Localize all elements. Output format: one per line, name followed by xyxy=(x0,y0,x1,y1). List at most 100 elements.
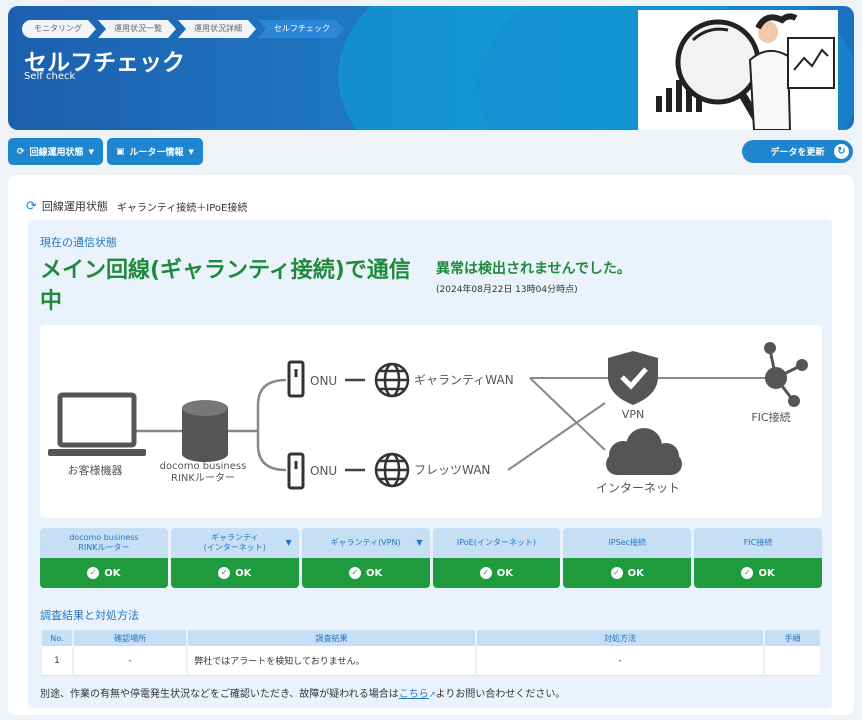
table-header-row: No. 確認場所 調査結果 対処方法 手順 xyxy=(42,630,820,646)
check-icon: ✓ xyxy=(610,567,623,579)
wan-bottom-label: フレッツWAN xyxy=(414,463,490,477)
check-item-guarantee-internet: ギャランティ (インターネット) ▼ ✓ OK xyxy=(170,528,299,588)
cell-procedure xyxy=(765,646,820,676)
status-text: OK xyxy=(235,567,252,579)
status-badge: ✓ OK xyxy=(432,558,561,588)
results-table: No. 確認場所 調査結果 対処方法 手順 1 - 弊社ではアラートを検知してお… xyxy=(40,630,822,676)
check-item-ipsec: IPSec接続 ✓ OK xyxy=(563,528,692,588)
check-header: IPoE(インターネット) xyxy=(432,528,561,558)
check-header: FIC接続 xyxy=(694,528,822,558)
status-text: OK xyxy=(104,567,121,579)
header-banner: モニタリング 運用状況一覧 運用状況詳細 セルフチェック セルフチェック Sel… xyxy=(8,6,854,130)
status-timestamp: (2024年08月22日 13時04分時点) xyxy=(436,285,578,295)
vpn-label: VPN xyxy=(622,408,644,421)
cell-place: - xyxy=(73,646,187,676)
contact-note: 別途、作業の有無や停電発生状況などをご確認いただき、故障が疑われる場合はこちら↗… xyxy=(40,685,565,700)
page-subtitle: Self check xyxy=(24,71,76,82)
line-status-label: 回線運用状態 xyxy=(29,148,84,158)
column-header-action: 対処方法 xyxy=(476,630,764,646)
status-badge: ✓ OK xyxy=(563,558,692,588)
check-header[interactable]: ギャランティ (インターネット) ▼ xyxy=(170,528,299,558)
router-info-label: ルーター情報 xyxy=(129,148,184,158)
status-message: 異常は検出されませんでした。 xyxy=(436,261,631,277)
status-badge: ✓ OK xyxy=(694,558,822,588)
breadcrumb-item-self-check: セルフチェック xyxy=(258,20,344,38)
check-item-router: docomo business RINKルーター ✓ OK xyxy=(40,528,168,588)
note-text-after: よりお問い合わせください。 xyxy=(435,689,566,700)
results-title: 調査結果と対処方法 xyxy=(40,609,139,622)
fic-hub-icon xyxy=(764,342,808,407)
onu-bottom-label: ONU xyxy=(310,464,337,478)
refresh-cycle-icon: ⟳ xyxy=(26,198,37,214)
check-icon: ✓ xyxy=(348,567,361,579)
line-status-button[interactable]: ⟳ 回線運用状態 ▼ xyxy=(8,138,103,165)
column-header-place: 確認場所 xyxy=(73,630,187,646)
caret-down-icon: ▼ xyxy=(188,147,194,156)
cell-result: 弊社ではアラートを検知しておりません。 xyxy=(188,646,475,676)
expand-arrow-icon[interactable]: ▼ xyxy=(285,538,292,547)
wan-top-label: ギャランティWAN xyxy=(414,373,514,387)
onu-top-label: ONU xyxy=(310,374,337,388)
caret-down-icon: ▼ xyxy=(88,147,94,156)
status-text: OK xyxy=(365,567,383,579)
check-header[interactable]: ギャランティ(VPN) ▼ xyxy=(301,528,430,558)
status-badge: ✓ OK xyxy=(170,558,299,588)
check-label: IPSec接続 xyxy=(608,538,647,547)
main-status-text: メイン回線(ギャランティ接続)で通信中 xyxy=(40,258,411,314)
column-header-procedure: 手順 xyxy=(765,630,820,646)
current-status-label: 現在の通信状態 xyxy=(40,236,117,249)
check-label: ギャランティ(VPN) xyxy=(330,538,401,547)
cell-action: - xyxy=(476,646,764,676)
note-text-before: 別途、作業の有無や停電発生状況などをご確認いただき、故障が疑われる場合は xyxy=(40,689,399,700)
router-label-line2: RINKルーター xyxy=(171,472,235,484)
refresh-icon: ↻ xyxy=(834,144,849,159)
column-header-result: 調査結果 xyxy=(188,630,475,646)
breadcrumb: モニタリング 運用状況一覧 運用状況詳細 セルフチェック xyxy=(22,20,344,38)
check-icon: ✓ xyxy=(479,567,492,579)
contact-link[interactable]: こちら xyxy=(398,689,429,700)
router-icon xyxy=(182,400,228,462)
router-info-button[interactable]: ▣ ルーター情報 ▼ xyxy=(107,138,203,165)
check-icon: ✓ xyxy=(741,567,754,579)
check-label: ギャランティ (インターネット) xyxy=(203,533,266,552)
check-icon: ✓ xyxy=(87,567,100,579)
breadcrumb-item-status-list[interactable]: 運用状況一覧 xyxy=(98,20,176,38)
router-label-line1: docomo business xyxy=(160,461,247,472)
check-icon: ✓ xyxy=(218,567,231,579)
check-header: IPSec接続 xyxy=(563,528,692,558)
page-title: セルフチェック xyxy=(24,50,185,76)
router-icon: ▣ xyxy=(116,146,125,157)
check-label: IPoE(インターネット) xyxy=(456,538,536,547)
check-header: docomo business RINKルーター xyxy=(40,528,168,558)
section-title: ⟳ 回線運用状態 ギャランティ接続＋IPoE接続 xyxy=(26,198,247,214)
globe-top-icon xyxy=(374,362,410,398)
status-badge: ✓ OK xyxy=(301,558,430,588)
breadcrumb-item-monitoring[interactable]: モニタリング xyxy=(22,20,96,38)
status-text: OK xyxy=(496,567,514,579)
status-text: OK xyxy=(627,567,644,579)
external-link-icon: ↗ xyxy=(428,690,436,699)
check-grid: docomo business RINKルーター ✓ OK ギャランティ (インタ… xyxy=(40,528,822,588)
vpn-shield-icon xyxy=(608,351,658,405)
cloud-icon xyxy=(606,428,682,475)
network-diagram: お客様機器 docomo business RINKルーター ONU ONU ギ… xyxy=(40,325,822,518)
expand-arrow-icon[interactable]: ▼ xyxy=(416,538,423,547)
breadcrumb-item-status-detail[interactable]: 運用状況詳細 xyxy=(178,20,256,38)
refresh-label: データを更新 xyxy=(770,148,825,158)
refresh-cycle-icon: ⟳ xyxy=(17,146,25,157)
laptop-icon xyxy=(48,392,146,456)
refresh-data-button[interactable]: データを更新 ↻ xyxy=(742,140,853,163)
column-header-no: No. xyxy=(42,630,72,646)
check-item-ipoe: IPoE(インターネット) ✓ OK xyxy=(432,528,561,588)
check-label: docomo business RINKルーター xyxy=(69,533,139,552)
customer-label: お客様機器 xyxy=(68,463,123,477)
cell-no: 1 xyxy=(42,646,72,676)
onu-bottom-icon xyxy=(287,452,305,490)
section-title-text: 回線運用状態 xyxy=(41,200,108,213)
section-subtitle: ギャランティ接続＋IPoE接続 xyxy=(116,202,248,214)
table-row: 1 - 弊社ではアラートを検知しておりません。 - xyxy=(42,646,820,676)
status-badge: ✓ OK xyxy=(40,558,168,588)
check-item-fic: FIC接続 ✓ OK xyxy=(694,528,822,588)
status-text: OK xyxy=(758,567,775,579)
check-item-guarantee-vpn: ギャランティ(VPN) ▼ ✓ OK xyxy=(301,528,430,588)
